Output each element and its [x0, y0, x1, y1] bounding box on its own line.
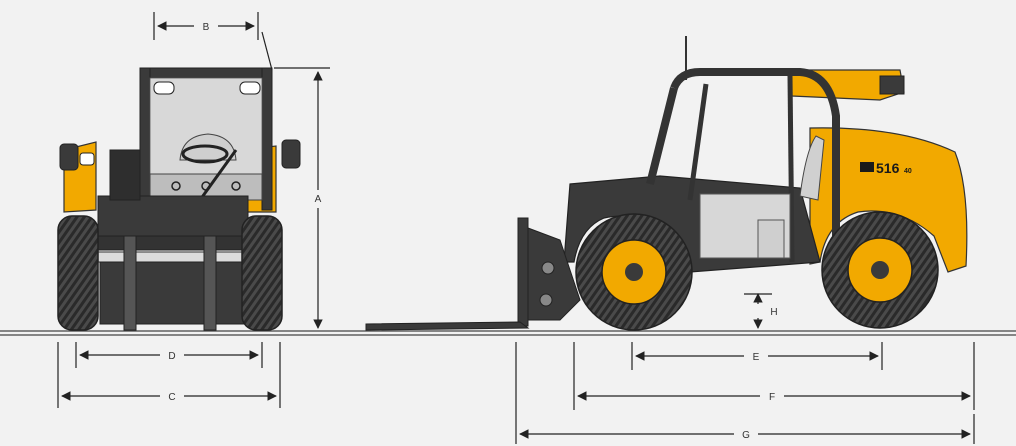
- model-badge-main: 516: [876, 160, 900, 176]
- ground-line: [0, 330, 1016, 336]
- front-view-telehandler: [57, 67, 301, 331]
- model-badge-sub: 40: [904, 168, 912, 175]
- side-view-telehandler: 516 40: [365, 36, 968, 331]
- dimension-lines: [57, 12, 975, 444]
- dimension-label-b: B: [203, 22, 210, 33]
- dimension-label-d: D: [168, 351, 175, 362]
- dimension-label-e: E: [753, 352, 760, 363]
- dimension-label-c: C: [168, 392, 175, 403]
- dimension-label-g: G: [742, 430, 750, 441]
- dimension-label-f: F: [769, 392, 775, 403]
- dimension-label-a: A: [315, 194, 322, 205]
- dimension-label-h: H: [770, 307, 777, 318]
